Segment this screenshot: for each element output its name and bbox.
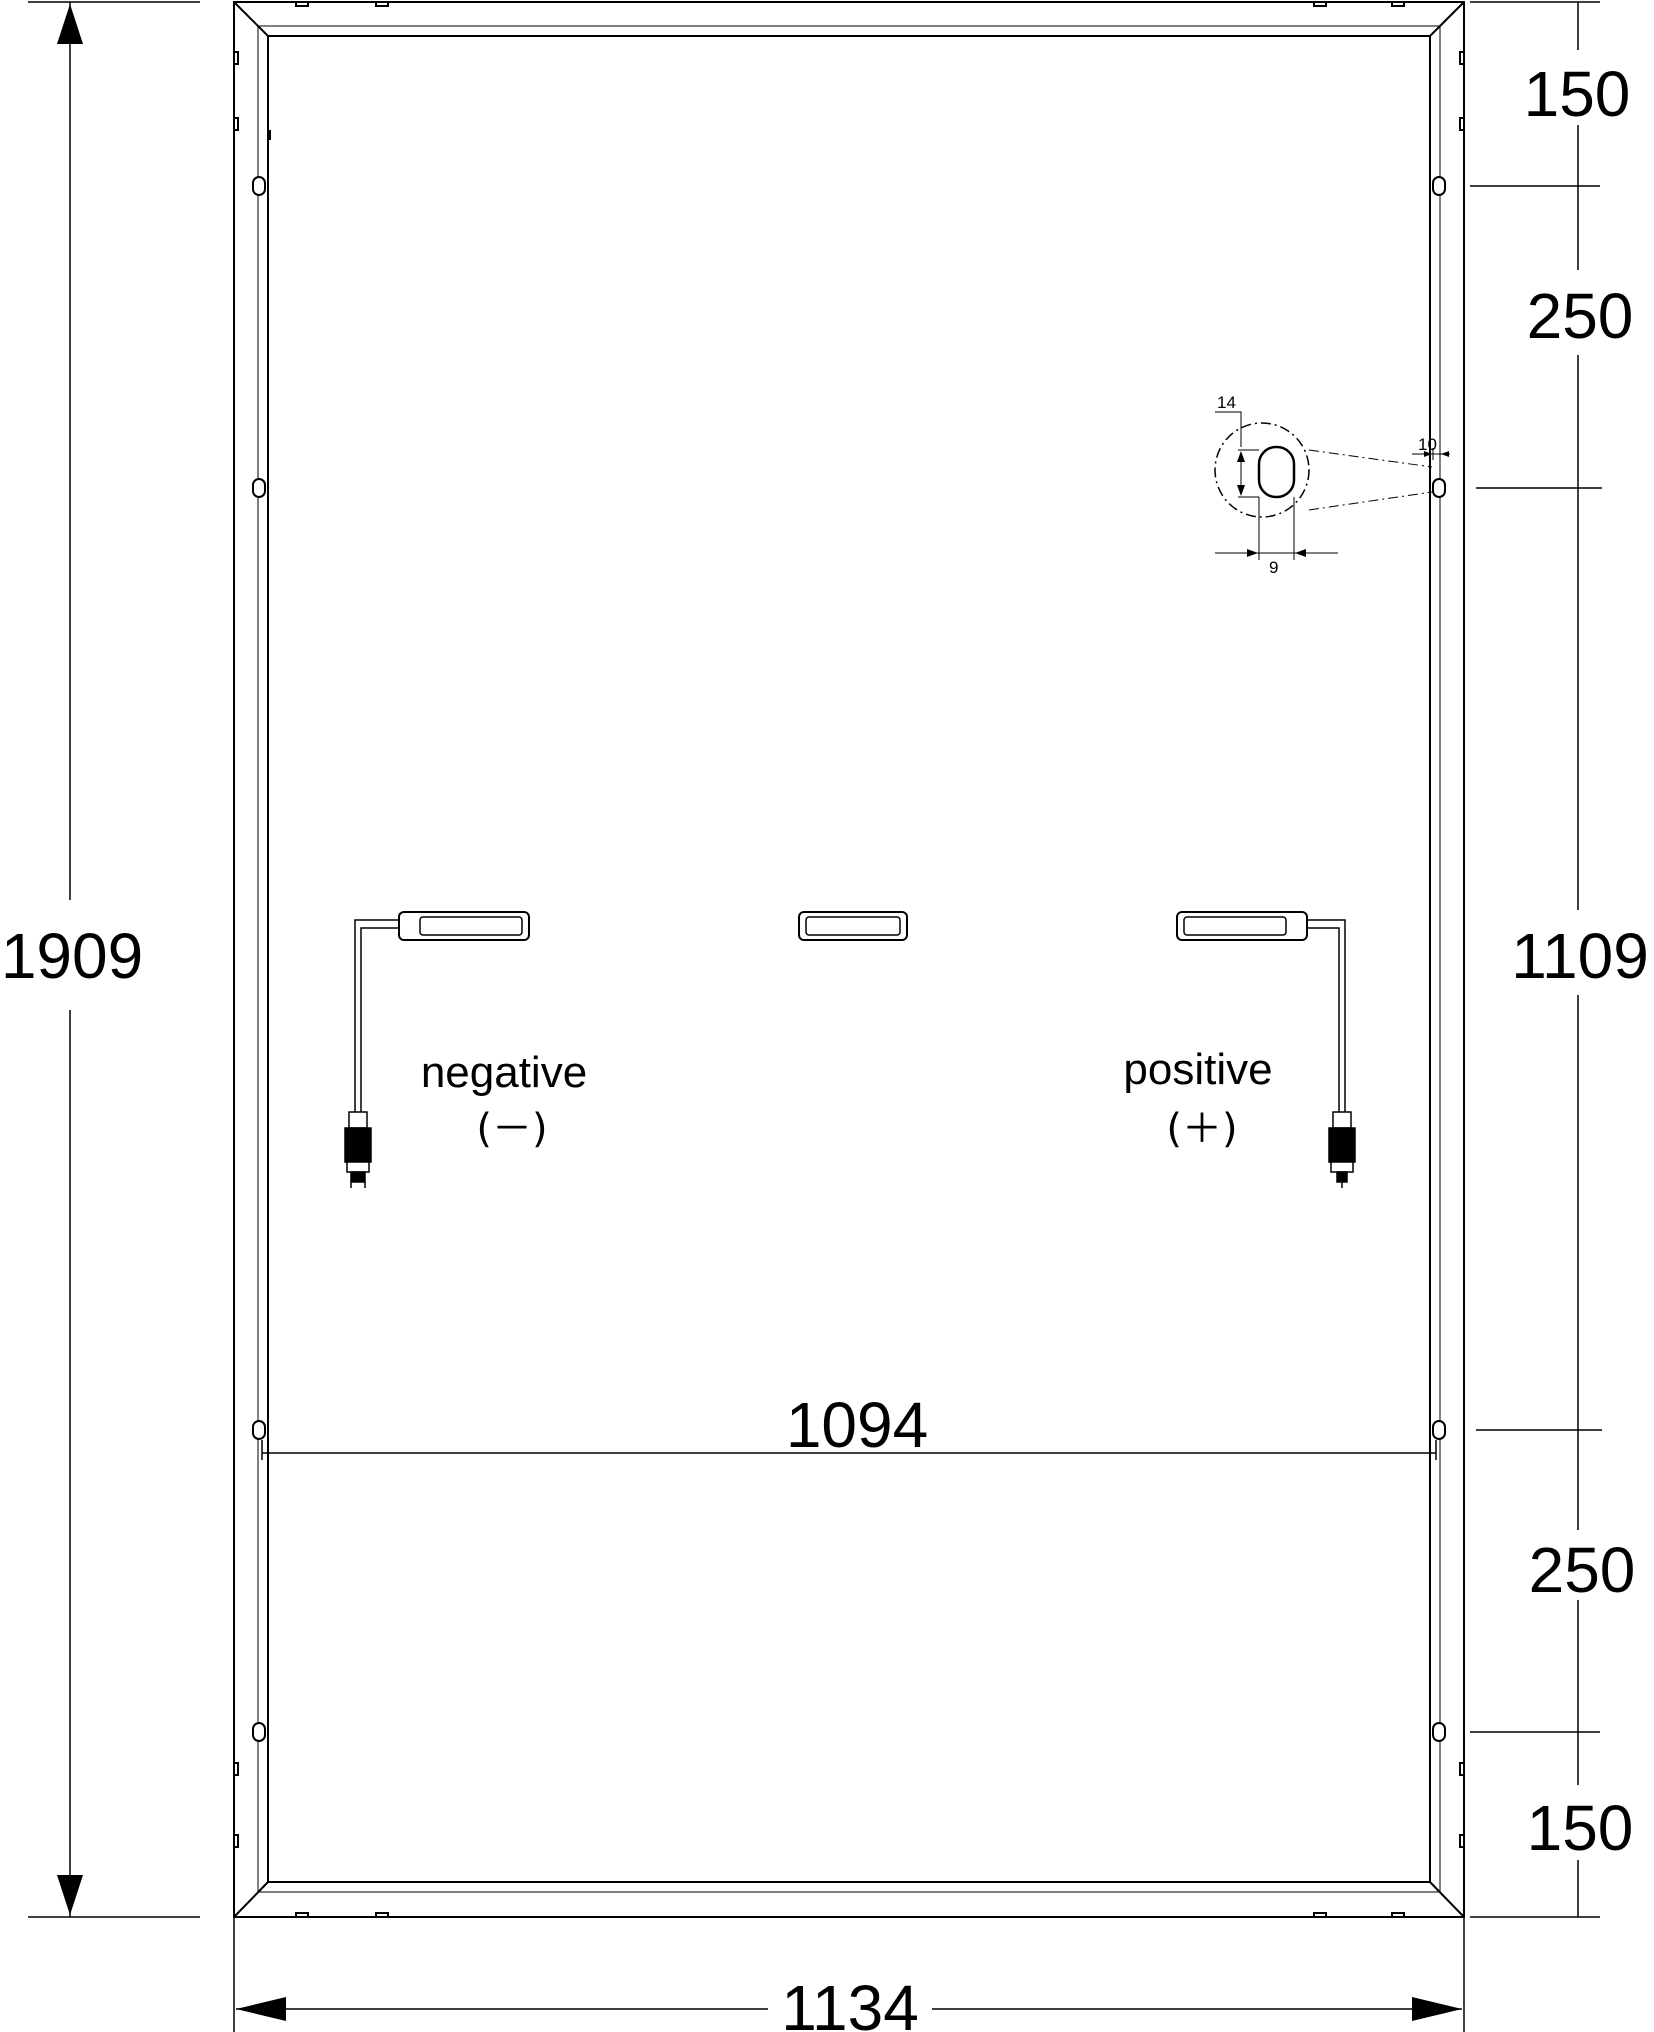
hole-edge-offset-label: 10 (1418, 435, 1437, 454)
frame-outer-edge (233, 1, 1465, 1918)
positive-connector (1328, 1111, 1356, 1188)
arrow-down-icon (57, 1875, 83, 1915)
hole-width-label: 9 (1269, 558, 1278, 577)
mounting-hole (1432, 478, 1446, 498)
upper-hole-spacing-dimension: 250 (1527, 280, 1634, 352)
panel-frame (233, 1, 1465, 1918)
overall-height-dimension-line (28, 1, 200, 1918)
negative-connector (344, 1111, 372, 1188)
arrow-left-icon (236, 1997, 286, 2021)
center-hole-spacing-dimension: 1109 (1511, 920, 1649, 992)
lower-hole-spacing-dimension: 250 (1529, 1534, 1636, 1606)
bottom-edge-to-hole-dimension: 150 (1527, 1792, 1634, 1864)
mounting-hole (252, 1722, 266, 1742)
frame-inner-edge (267, 35, 1431, 1883)
top-edge-to-hole-dimension: 150 (1524, 58, 1631, 130)
arrow-right-icon (1412, 1997, 1462, 2021)
mounting-hole (1432, 176, 1446, 196)
negative-polarity-symbol: (－) (476, 1106, 547, 1152)
right-dimension-chain-lines (1470, 1, 1602, 1918)
frame-corner-miter (233, 1, 269, 37)
hole-height-label: 14 (1217, 393, 1236, 412)
mounting-hole (252, 176, 266, 196)
frame-corner-miter (233, 1881, 269, 1918)
overall-width-dimension-line (233, 1917, 1465, 2032)
slot-hole-enlarged (1257, 445, 1296, 499)
mounting-hole (1432, 1722, 1446, 1742)
hole-detail-callout (1214, 411, 1450, 560)
junction-box-right (1176, 911, 1308, 941)
hole-spacing-dimension: 1094 (786, 1389, 928, 1461)
mounting-hole (1432, 1420, 1446, 1440)
positive-polarity-symbol: (＋) (1166, 1106, 1237, 1152)
negative-terminal-label: negative (421, 1048, 587, 1097)
negative-cable (354, 919, 399, 1112)
overall-height-dimension: 1909 (1, 920, 143, 992)
overall-width-dimension: 1134 (781, 1972, 919, 2032)
frame-corner-miter (1429, 1881, 1465, 1918)
hole-spacing-dimension-line (261, 1440, 1437, 1460)
positive-cable (1307, 919, 1346, 1112)
frame-corner-miter (1429, 1, 1465, 37)
mounting-hole (252, 478, 266, 498)
arrow-up-icon (57, 4, 83, 44)
mounting-holes (252, 176, 1446, 1742)
junction-box-left (398, 911, 530, 941)
mounting-hole (252, 1420, 266, 1440)
junction-box-center (798, 911, 908, 941)
positive-terminal-label: positive (1123, 1045, 1272, 1094)
